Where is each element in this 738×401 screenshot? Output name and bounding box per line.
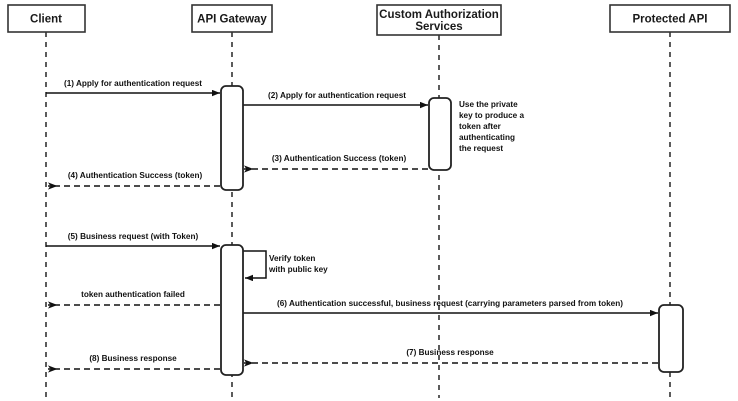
participant-client: Client <box>7 4 86 398</box>
participant-label-client: Client <box>30 14 62 26</box>
message-label-m8: (7) Business response <box>406 348 494 357</box>
lifelines-layer: Client API Gateway Custom AuthorizationSer… <box>7 4 731 398</box>
note-note-auth-line-4: the request <box>459 144 503 153</box>
self-message-arrow-self1 <box>243 250 267 282</box>
note-note-auth-line-0: Use the private <box>459 100 518 109</box>
self-message-label-self1-line2: with public key <box>268 265 328 274</box>
participant-label-protapi: Protected API <box>633 14 708 26</box>
activations-layer <box>220 85 684 376</box>
message-label-m2: (2) Apply for authentication request <box>268 91 406 100</box>
activation-bar-act-gateway-2[interactable] <box>220 244 244 376</box>
participant-box-client[interactable] <box>7 4 86 33</box>
message-label-m3: (3) Authentication Success (token) <box>272 154 407 163</box>
activation-bar-act-auth-1[interactable] <box>428 97 452 171</box>
participant-label-authsvc-line2: Services <box>415 21 462 33</box>
activation-bar-act-protapi-1[interactable] <box>658 304 684 373</box>
message-label-m7: (6) Authentication successful, business … <box>277 299 623 308</box>
message-label-m1: (1) Apply for authentication request <box>64 79 202 88</box>
message-label-m4: (4) Authentication Success (token) <box>68 171 203 180</box>
message-label-m5: (5) Business request (with Token) <box>68 232 199 241</box>
message-label-m9: (8) Business response <box>89 354 177 363</box>
activation-bar-act-gateway-1[interactable] <box>220 85 244 191</box>
participant-box-gateway[interactable] <box>191 4 273 33</box>
participant-label-gateway: API Gateway <box>197 14 267 26</box>
participant-label-authsvc: Custom Authorization <box>379 9 499 21</box>
messages-layer <box>46 89 658 373</box>
participant-protapi: Protected API <box>609 4 731 398</box>
note-note-auth-line-3: authenticating <box>459 133 515 142</box>
self-message-self1[interactable] <box>243 250 267 282</box>
labels-layer: (1) Apply for authentication request (2) … <box>64 79 623 363</box>
message-label-m6: token authentication failed <box>81 290 185 299</box>
participant-box-authsvc[interactable] <box>376 4 502 36</box>
participant-box-protapi[interactable] <box>609 4 731 33</box>
note-note-auth-line-1: key to produce a <box>459 111 525 120</box>
note-note-auth-line-2: token after <box>459 122 502 131</box>
self-message-label-self1: Verify token <box>269 254 315 263</box>
